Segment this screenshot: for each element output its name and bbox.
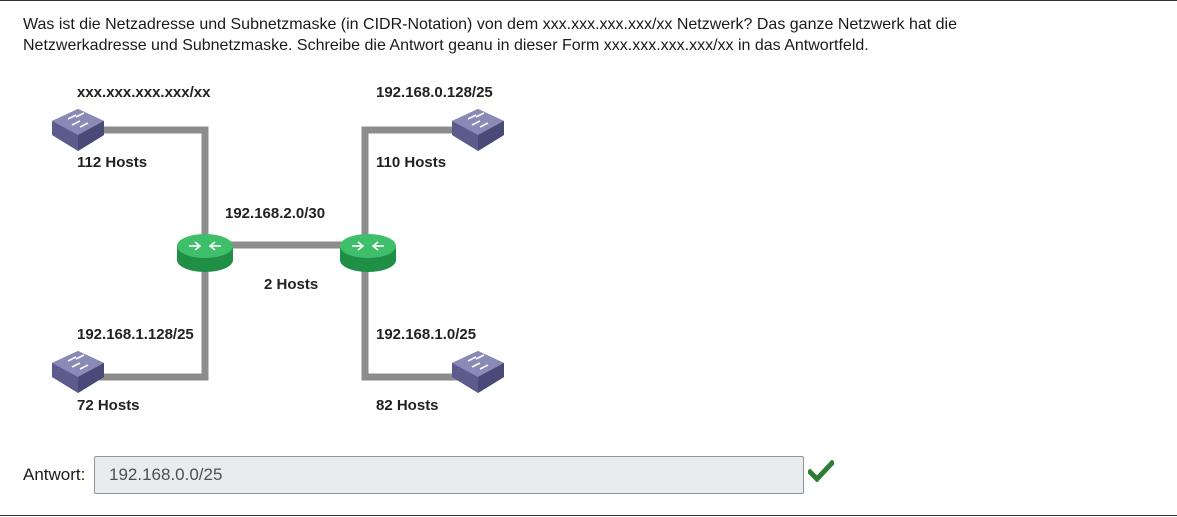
top-left-hosts-label: 112 Hosts <box>77 154 147 171</box>
switch-bottom-right-icon <box>451 350 505 394</box>
bottom-right-network-label: 192.168.1.0/25 <box>376 326 476 343</box>
link-network-label: 192.168.2.0/30 <box>225 205 325 222</box>
correct-check-icon <box>806 459 836 483</box>
question-line-2: Netzwerkadresse und Subnetzmaske. Schrei… <box>23 37 869 54</box>
answer-row: Antwort: <box>23 456 863 496</box>
switch-top-right-icon <box>451 108 505 152</box>
link-hosts-label: 2 Hosts <box>264 276 318 293</box>
bottom-right-hosts-label: 82 Hosts <box>376 397 439 414</box>
answer-input[interactable] <box>94 456 804 494</box>
bottom-left-network-label: 192.168.1.128/25 <box>77 326 194 343</box>
question-line-1: Was ist die Netzadresse und Subnetzmaske… <box>23 16 957 33</box>
switch-top-left-icon <box>51 108 105 152</box>
router-left-icon <box>176 233 234 273</box>
answer-label: Antwort: <box>23 465 86 484</box>
bottom-divider <box>0 515 1177 516</box>
network-diagram: xxx.xxx.xxx.xxx/xx 112 Hosts 192.168.0.1… <box>0 60 560 430</box>
bottom-left-hosts-label: 72 Hosts <box>77 397 140 414</box>
top-left-network-label: xxx.xxx.xxx.xxx/xx <box>77 84 211 101</box>
switch-bottom-left-icon <box>51 350 105 394</box>
router-right-icon <box>339 233 397 273</box>
top-divider <box>0 0 1177 1</box>
top-right-network-label: 192.168.0.128/25 <box>376 84 493 101</box>
top-right-hosts-label: 110 Hosts <box>376 154 446 171</box>
question-text: Was ist die Netzadresse und Subnetzmaske… <box>23 14 1143 56</box>
